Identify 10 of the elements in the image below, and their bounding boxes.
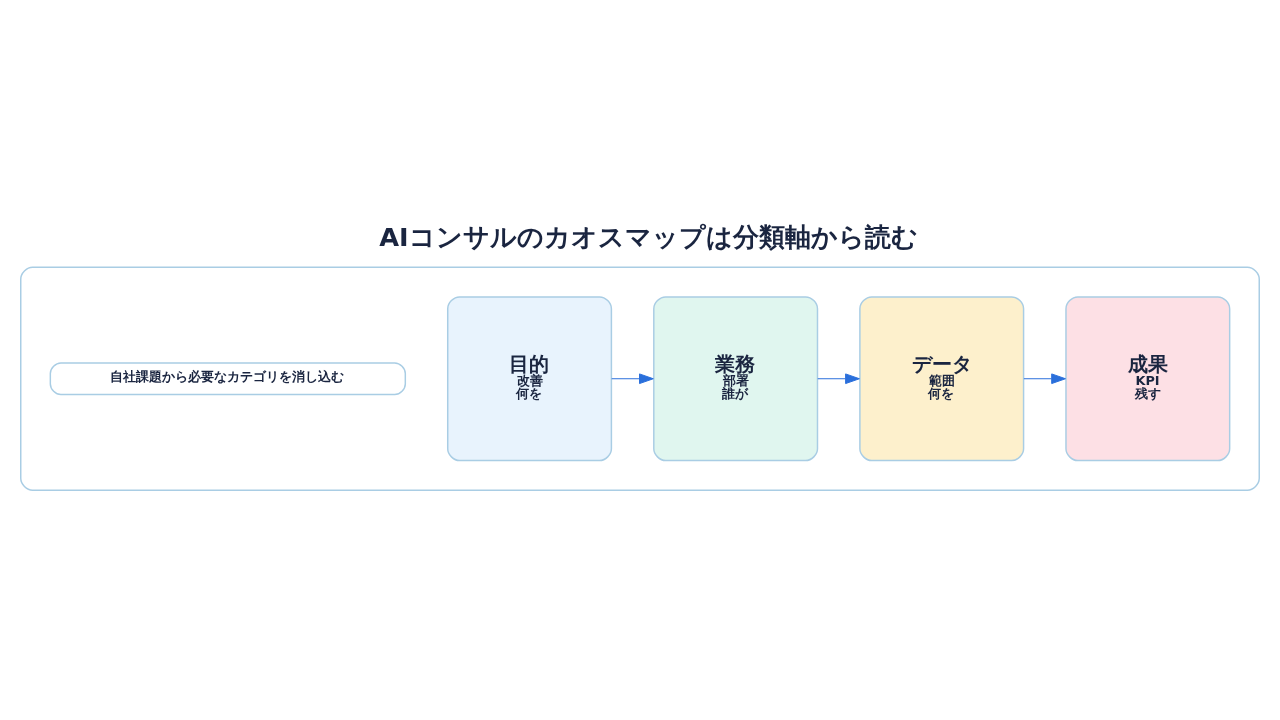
node-box: 業務 部署 誰が [653, 295, 819, 461]
cluster [20, 266, 1260, 491]
node-box: 目的 改善 何を [447, 295, 613, 461]
node-box: 成果 KPI 残す [1065, 295, 1231, 461]
diagram-title: AIコンサルのカオスマップは分類軸から読む [379, 221, 918, 252]
arrow [817, 372, 860, 384]
arrow [611, 372, 654, 384]
node-box: 自社課題から必要なカテゴリを消し込む [49, 361, 407, 395]
node-box: データ 範囲 何を [859, 295, 1025, 461]
arrow [1023, 372, 1066, 384]
